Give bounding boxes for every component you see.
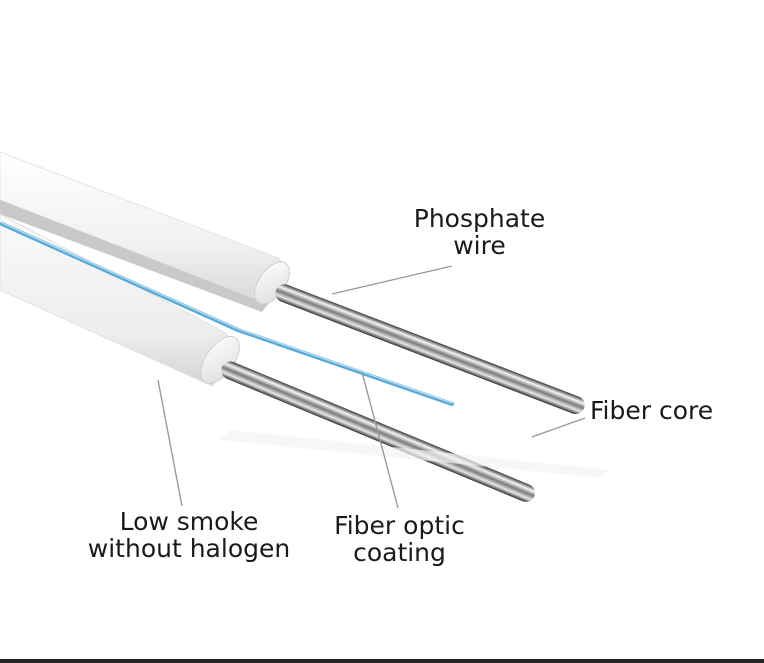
ground-reflection: [220, 430, 610, 478]
leader-coating: [361, 371, 399, 509]
label-fiber-optic-coating: Fiber optic coating: [327, 512, 472, 566]
leader-phosphate: [331, 265, 453, 295]
sheath-groove: [0, 200, 268, 312]
leader-fibercore: [531, 417, 586, 438]
optical-fiber-highlight: [1, 222, 453, 404]
label-coating-line1: Fiber optic: [334, 511, 465, 540]
bottom-border: [0, 659, 764, 663]
label-coating-line2: coating: [353, 538, 446, 567]
label-fiber-core: Fiber core: [590, 397, 713, 424]
label-lowsmoke-line2: without halogen: [87, 534, 291, 563]
label-phosphate-line2: wire: [453, 231, 506, 260]
upper-steel-wire: [275, 284, 585, 415]
leader-lowsmoke: [157, 379, 183, 507]
label-low-smoke: Low smoke without halogen: [80, 508, 298, 562]
label-phosphate-wire: Phosphate wire: [407, 205, 552, 259]
label-lowsmoke-line1: Low smoke: [119, 507, 259, 536]
label-fibercore-line1: Fiber core: [590, 396, 714, 425]
optical-fiber: [0, 222, 454, 406]
label-phosphate-line1: Phosphate: [413, 204, 546, 233]
